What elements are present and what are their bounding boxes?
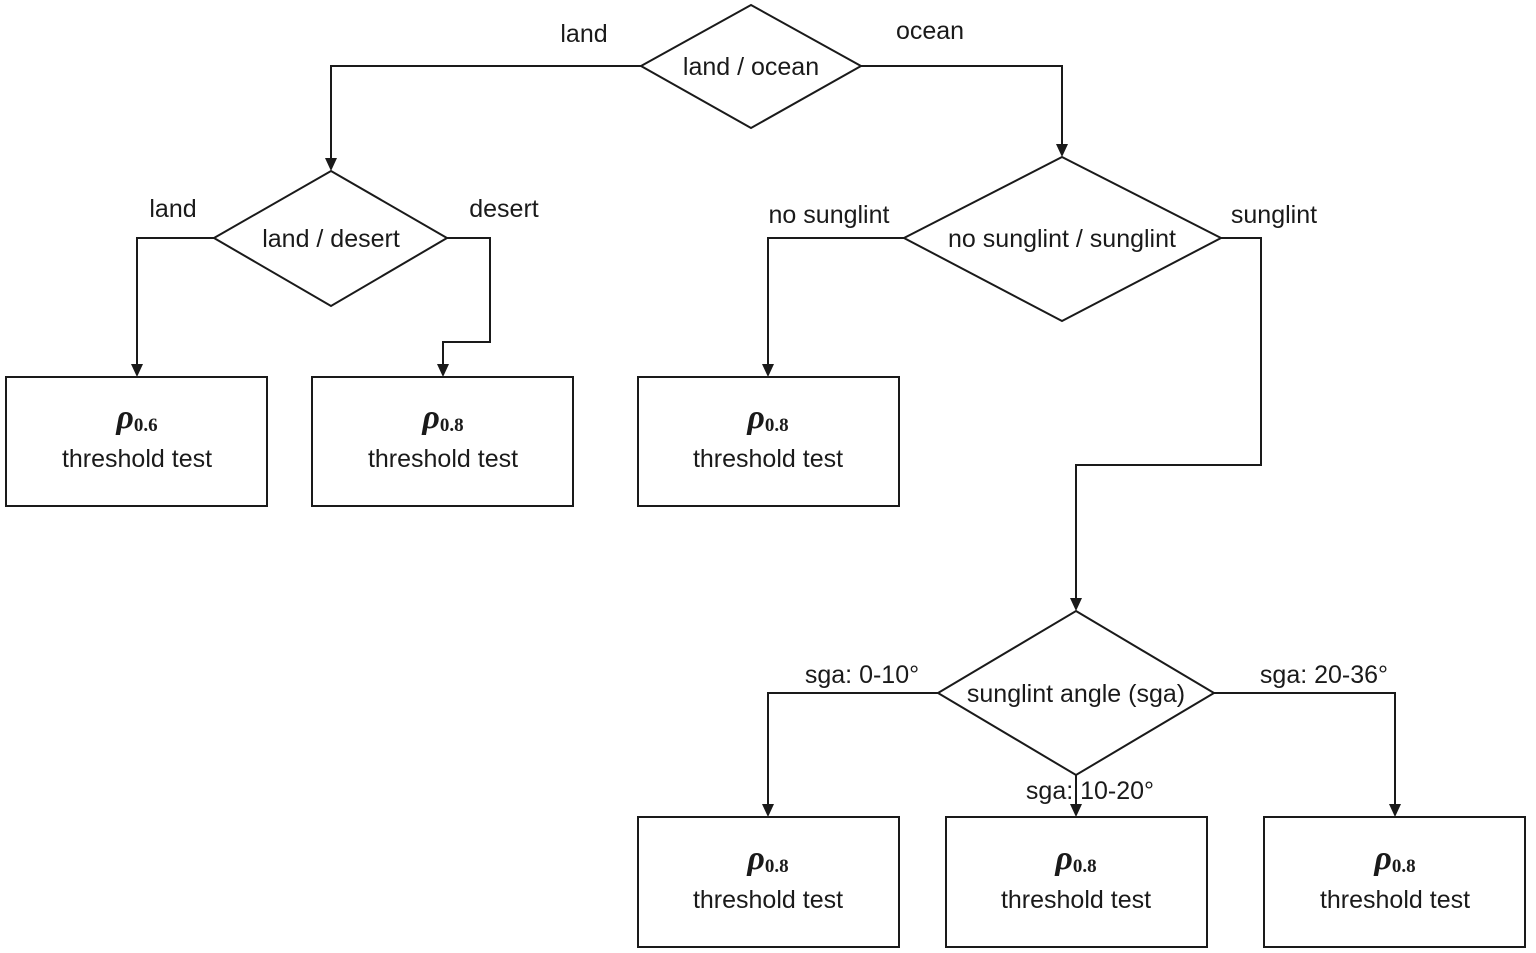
test-symbol: ρ0.8: [746, 399, 788, 436]
test-symbol: ρ0.8: [1373, 840, 1415, 877]
test-label: threshold test: [1320, 886, 1470, 914]
connector-sga-high: [1214, 692, 1396, 806]
decision-land-desert: land / desert: [211, 169, 449, 308]
arrowhead-sga-high: [1389, 804, 1401, 817]
connector-sga-low: [767, 692, 938, 806]
decision-land-ocean-label: land / ocean: [683, 53, 819, 81]
branch-label-land2: land: [149, 195, 196, 223]
decision-sunglint-angle: sunglint angle (sga): [936, 609, 1216, 777]
test-box-sga-low: ρ0.8 threshold test: [637, 816, 900, 948]
arrowhead-sga-mid: [1070, 804, 1082, 817]
test-label: threshold test: [693, 886, 843, 914]
branch-label-ocean: ocean: [896, 17, 964, 45]
branch-label-sga-high: sga: 20-36°: [1260, 661, 1388, 689]
test-box-sga-high: ρ0.8 threshold test: [1263, 816, 1526, 948]
connector-desert: [442, 237, 491, 366]
test-box-desert: ρ0.8 threshold test: [311, 376, 574, 507]
test-label: threshold test: [1001, 886, 1151, 914]
branch-label-desert: desert: [469, 195, 539, 223]
decision-sunglint-label: no sunglint / sunglint: [948, 225, 1176, 253]
test-box-no-sunglint: ρ0.8 threshold test: [637, 376, 900, 507]
arrowhead-land: [325, 158, 337, 171]
test-symbol: ρ0.8: [1054, 840, 1096, 877]
connector-land: [330, 65, 641, 160]
branch-label-sga-low: sga: 0-10°: [805, 661, 919, 689]
branch-label-no-sunglint: no sunglint: [769, 201, 890, 229]
branch-label-sunglint: sunglint: [1231, 201, 1317, 229]
test-symbol: ρ0.8: [421, 399, 463, 436]
test-symbol: ρ0.6: [115, 399, 157, 436]
connector-land2: [136, 237, 214, 366]
arrowhead-ocean: [1056, 144, 1068, 157]
arrowhead-sunglint: [1070, 598, 1082, 611]
arrowhead-sga-low: [762, 804, 774, 817]
connector-ocean: [861, 65, 1063, 146]
test-label: threshold test: [693, 445, 843, 473]
decision-land-desert-label: land / desert: [262, 225, 400, 253]
test-symbol: ρ0.8: [746, 840, 788, 877]
test-box-land: ρ0.6 threshold test: [5, 376, 268, 507]
branch-label-sga-mid: sga: 10-20°: [1026, 777, 1154, 805]
test-box-sga-mid: ρ0.8 threshold test: [945, 816, 1208, 948]
connector-no-sunglint: [767, 237, 904, 366]
decision-sunglint-angle-label: sunglint angle (sga): [967, 680, 1185, 708]
test-label: threshold test: [368, 445, 518, 473]
arrowhead-no-sunglint: [762, 364, 774, 377]
arrowhead-land2: [131, 364, 143, 377]
test-label: threshold test: [62, 445, 212, 473]
connector-sunglint: [1075, 237, 1262, 600]
branch-label-land: land: [560, 20, 607, 48]
arrowhead-desert: [437, 364, 449, 377]
decision-land-ocean: land / ocean: [638, 3, 864, 130]
decision-sunglint: no sunglint / sunglint: [901, 155, 1224, 323]
